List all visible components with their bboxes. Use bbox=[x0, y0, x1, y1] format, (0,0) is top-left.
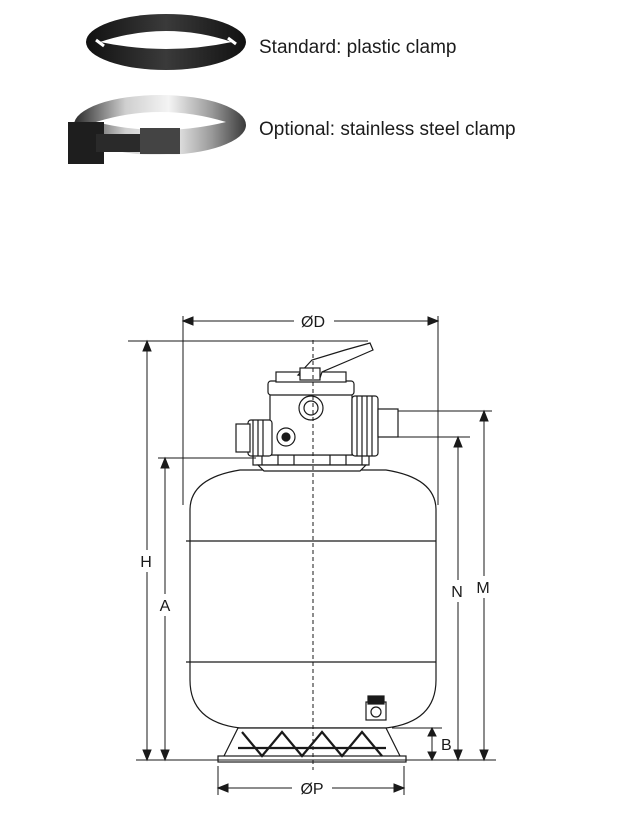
standard-clamp-label: Standard: plastic clamp bbox=[259, 37, 457, 58]
valve-port bbox=[298, 395, 324, 421]
valve-top bbox=[267, 380, 355, 396]
outlet-port-left bbox=[247, 419, 273, 457]
dim-label-m: M bbox=[476, 580, 489, 597]
tank-flange bbox=[252, 454, 370, 466]
sand-filter-drawing bbox=[186, 342, 437, 763]
outlet-port-right bbox=[351, 395, 379, 457]
dim-label-diameter-top: ØD bbox=[301, 314, 325, 331]
steel-clamp-icon bbox=[68, 95, 246, 164]
dim-label-a: A bbox=[160, 598, 171, 615]
optional-clamp-label: Optional: stainless steel clamp bbox=[259, 119, 516, 140]
dim-label-n: N bbox=[451, 584, 463, 601]
dim-label-h: H bbox=[140, 554, 152, 571]
plastic-clamp-icon bbox=[86, 14, 246, 70]
drain-plug bbox=[365, 695, 387, 721]
dim-label-diameter-base: ØP bbox=[300, 781, 323, 798]
dim-label-b: B bbox=[441, 737, 452, 754]
